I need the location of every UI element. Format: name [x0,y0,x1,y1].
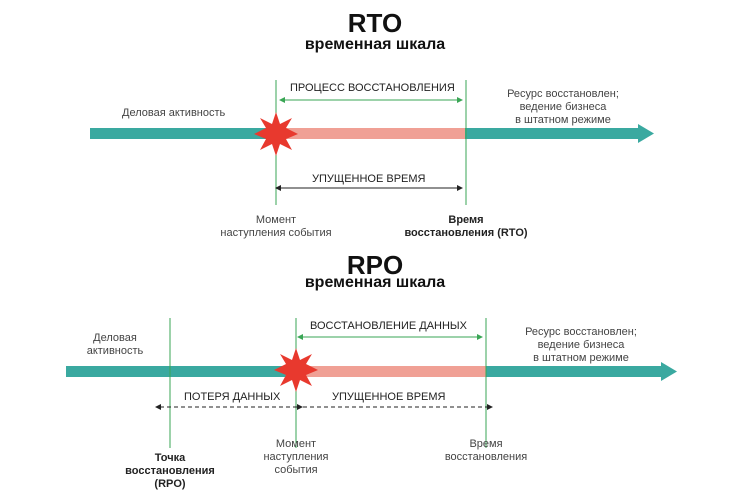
rpo-data-loss-label: ПОТЕРЯ ДАННЫХ [180,391,285,403]
rpo-title: RPO [346,250,404,280]
rto-restored-bar [465,128,640,139]
rpo-lost-time-label: УПУЩЕННОЕ ВРЕМЯ [328,391,450,403]
rto-lost-time-label: УПУЩЕННОЕ ВРЕМЯ [308,173,430,185]
rpo-restored-bar [486,366,663,377]
rpo-activity-bar [66,366,296,377]
rto-activity-bar [90,128,275,139]
rto-timeline [90,80,654,205]
rpo-recovery-segment [296,366,486,377]
rpo-data-recovery-label: ВОССТАНОВЛЕНИЕ ДАННЫХ [306,320,472,332]
rto-activity-label: Деловая активность [122,107,226,119]
rto-event-label: Момент наступления события [220,214,332,239]
rto-process-label: ПРОЦЕСС ВОССТАНОВЛЕНИЯ [286,82,459,94]
rpo-recovery-time-label: Время восстановления [444,438,528,463]
rto-event-burst-icon [254,112,298,156]
rpo-activity-label: Деловая активность [86,332,144,357]
rpo-subtitle: временная шкала [304,274,446,291]
rto-recovery-time-label: Время восстановления (RTO) [404,214,528,239]
rto-timeline-arrowhead [638,124,654,143]
rto-recovery-segment [275,128,465,139]
rpo-event-label: Момент наступления события [263,438,329,476]
rto-restored-label: Ресурс восстановлен; ведение бизнеса в ш… [507,88,619,126]
rto-title: RTO [347,8,403,38]
rto-subtitle: временная шкала [304,36,446,53]
rpo-event-burst-icon [274,348,318,392]
rpo-restored-label: Ресурс восстановлен; ведение бизнеса в ш… [525,326,637,364]
rpo-timeline-arrowhead [661,362,677,381]
rpo-timeline [66,318,677,448]
rpo-recovery-point-label: Точка восстановления (RPO) [125,452,215,490]
